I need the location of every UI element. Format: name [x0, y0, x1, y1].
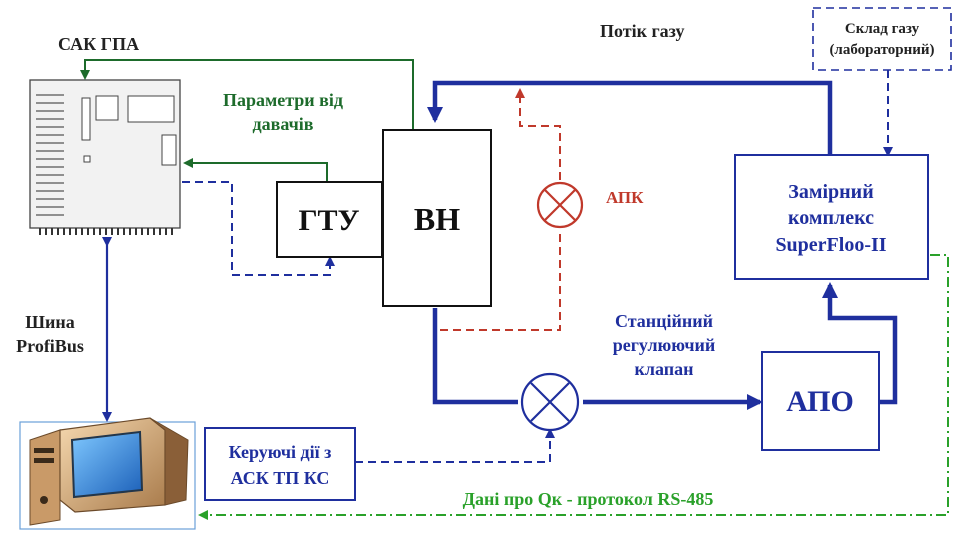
sak-gpa-label: САК ГПА: [58, 34, 139, 54]
plc-controller-icon: [29, 79, 181, 235]
control-label-line1: Керуючі дії з: [229, 442, 332, 462]
discharge-gas-line: [432, 308, 518, 405]
bus-label-line2: ProfiBus: [16, 336, 84, 356]
control-label-line2: АСК ТП КС: [231, 468, 330, 488]
computer-icon: [19, 417, 196, 530]
vn-box: [382, 129, 492, 307]
bus-label-line1: Шина: [25, 312, 75, 332]
metering-label-line3: SuperFloo-II: [775, 234, 886, 256]
return-gas-line: [427, 80, 833, 155]
vn-label: ВН: [414, 201, 460, 237]
gas-flow-lines: [427, 80, 898, 410]
station-valve-label-line2: регулюючий: [613, 335, 716, 355]
apk-bypass-line: [440, 88, 561, 331]
rs485-line: [198, 254, 949, 520]
gtu-box: [276, 181, 383, 258]
apo-box: [761, 351, 880, 451]
gtu-label: ГТУ: [298, 204, 359, 237]
rs485-data-label: Дані про Qк - протокол RS-485: [463, 489, 714, 509]
storage-label-line2: (лабораторний): [829, 42, 934, 58]
station-valve-label-line1: Станційний: [615, 311, 713, 331]
apk-label: АПК: [606, 188, 644, 207]
sensor-params-label-line2: давачів: [253, 114, 314, 134]
apo-to-meter-line: [822, 282, 898, 405]
gas-storage-box: [812, 7, 952, 71]
sensor-params-label-line1: Параметри від: [223, 90, 343, 110]
metering-label-line1: Замірний: [788, 181, 873, 203]
station-control-valve-icon: [520, 372, 580, 432]
station-valve-label-line3: клапан: [635, 359, 694, 379]
control-actions-box: [204, 427, 356, 501]
sensor-signal-lines: [80, 59, 414, 182]
metering-label-line2: комплекс: [788, 207, 874, 229]
storage-label-line1: Склад газу: [845, 21, 920, 37]
metering-complex-box: [734, 154, 929, 280]
gas-flow-label: Потік газу: [600, 21, 685, 41]
apo-label: АПО: [786, 385, 854, 418]
control-dashed-lines: [182, 70, 893, 463]
apk-valve-icon: [536, 181, 584, 229]
